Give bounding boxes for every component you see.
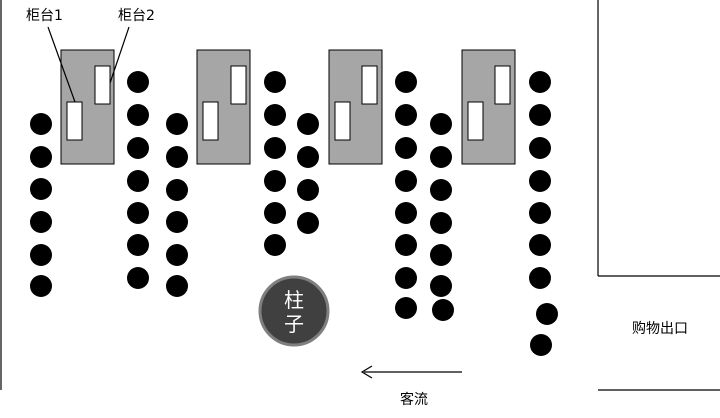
- counter-callouts: 柜台1 柜台2: [26, 8, 155, 103]
- counter1-leader-line: [47, 26, 76, 103]
- counter2-leader-line: [109, 26, 130, 84]
- person-icon: [430, 212, 452, 234]
- person-icon: [127, 104, 149, 126]
- person-icon: [297, 146, 319, 168]
- person-icon: [264, 71, 286, 93]
- counter2-label: 柜台2: [118, 8, 155, 24]
- counter-2: [196, 49, 251, 165]
- person-icon: [529, 202, 551, 224]
- person-icon: [166, 146, 188, 168]
- flow-label: 客流: [400, 391, 428, 408]
- person-icon: [127, 71, 149, 93]
- person-icon: [430, 244, 452, 266]
- pillar-label-top: 柱: [284, 288, 304, 312]
- person-icon: [430, 275, 452, 297]
- person-icon: [529, 234, 551, 256]
- person-icon: [30, 113, 52, 135]
- counter-4: [461, 49, 516, 165]
- pillar-label-bottom: 子: [284, 312, 304, 336]
- counter-station-1: [66, 101, 83, 141]
- left-arrow-head: [360, 365, 373, 379]
- queue-column-6: [395, 71, 417, 319]
- person-icon: [264, 234, 286, 256]
- queue-people: [30, 71, 558, 356]
- counter-station-1: [334, 101, 351, 141]
- counter-1: [60, 49, 115, 165]
- person-icon: [30, 244, 52, 266]
- customer-flow: 客流: [360, 365, 462, 408]
- person-icon: [395, 267, 417, 289]
- person-icon: [529, 104, 551, 126]
- person-icon: [530, 334, 552, 356]
- walls: [0, 0, 720, 391]
- person-icon: [30, 146, 52, 168]
- counter-station-2: [230, 65, 247, 105]
- queue-column-8: [529, 71, 551, 289]
- person-icon: [395, 234, 417, 256]
- exit-label: 购物出口: [632, 321, 688, 337]
- queue-column-4: [264, 71, 286, 256]
- counter-3: [328, 49, 383, 165]
- person-icon: [395, 202, 417, 224]
- person-icon: [127, 170, 149, 192]
- person-icon: [529, 170, 551, 192]
- person-icon: [297, 179, 319, 201]
- person-icon: [297, 113, 319, 135]
- person-icon: [127, 267, 149, 289]
- counter-station-1: [202, 101, 219, 141]
- person-icon: [264, 202, 286, 224]
- counter-station-2: [94, 65, 111, 105]
- person-icon: [432, 299, 454, 321]
- person-icon: [395, 71, 417, 93]
- person-icon: [430, 146, 452, 168]
- person-icon: [536, 303, 558, 325]
- queue-column-1: [30, 113, 52, 297]
- person-icon: [127, 202, 149, 224]
- person-icon: [166, 179, 188, 201]
- counter-station-2: [361, 65, 378, 105]
- person-icon: [395, 104, 417, 126]
- person-icon: [529, 267, 551, 289]
- pillar-circle: [258, 275, 330, 347]
- person-icon: [30, 275, 52, 297]
- pillar: 柱 子: [258, 275, 330, 347]
- person-icon: [529, 71, 551, 93]
- person-icon: [166, 211, 188, 233]
- counter1-label: 柜台1: [26, 8, 63, 24]
- person-icon: [166, 244, 188, 266]
- person-icon: [395, 297, 417, 319]
- person-icon: [30, 178, 52, 200]
- person-icon: [297, 212, 319, 234]
- person-icon: [430, 113, 452, 135]
- counter-station-1: [467, 101, 484, 141]
- person-icon: [264, 170, 286, 192]
- counter-station-2: [494, 65, 511, 105]
- person-icon: [529, 137, 551, 159]
- queue-column-7: [430, 113, 454, 321]
- queue-column-2: [127, 71, 149, 289]
- person-icon: [166, 275, 188, 297]
- person-icon: [264, 137, 286, 159]
- person-icon: [395, 137, 417, 159]
- person-icon: [127, 137, 149, 159]
- person-icon: [264, 104, 286, 126]
- person-icon: [430, 179, 452, 201]
- person-icon: [127, 234, 149, 256]
- queue-column-3: [166, 113, 188, 297]
- queue-column-5: [297, 113, 319, 234]
- person-icon: [395, 170, 417, 192]
- counters: [60, 49, 516, 165]
- person-icon: [166, 113, 188, 135]
- person-icon: [30, 211, 52, 233]
